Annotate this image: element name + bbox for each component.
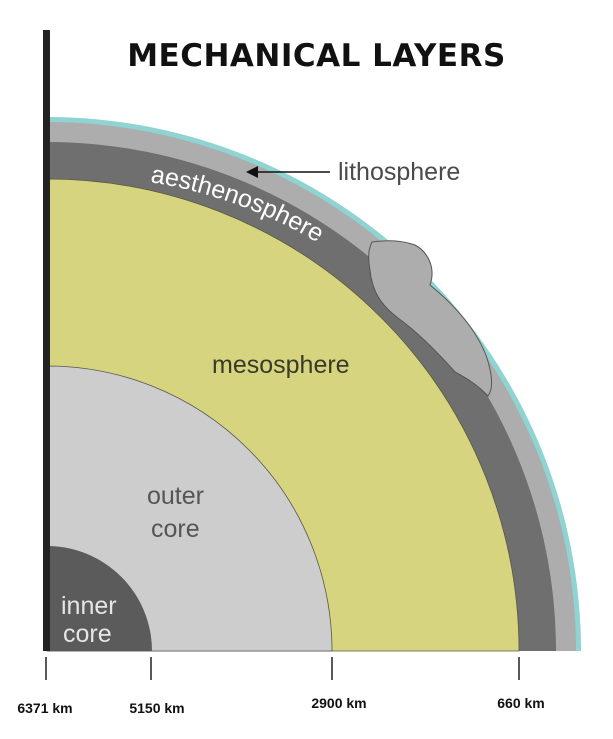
inner-core-label-line1: inner xyxy=(61,592,117,620)
depth-label-2900: 2900 km xyxy=(311,695,366,711)
lithosphere-arrow xyxy=(246,166,330,178)
depth-label-6371: 6371 km xyxy=(17,700,72,716)
inner-core-label-line2: core xyxy=(63,620,112,648)
outer-core-label-line1: outer xyxy=(147,482,204,510)
diagram-title: MECHANICAL LAYERS xyxy=(127,38,506,74)
plate-bulge xyxy=(368,240,493,397)
inner-core-shell xyxy=(47,546,152,651)
depth-label-660: 660 km xyxy=(497,695,544,711)
outer-core-label-line2: core xyxy=(151,515,200,543)
mesosphere-label: mesosphere xyxy=(212,351,350,379)
lithosphere-label: lithosphere xyxy=(338,158,460,186)
axis-bar xyxy=(43,30,50,651)
depth-label-5150: 5150 km xyxy=(129,700,184,716)
